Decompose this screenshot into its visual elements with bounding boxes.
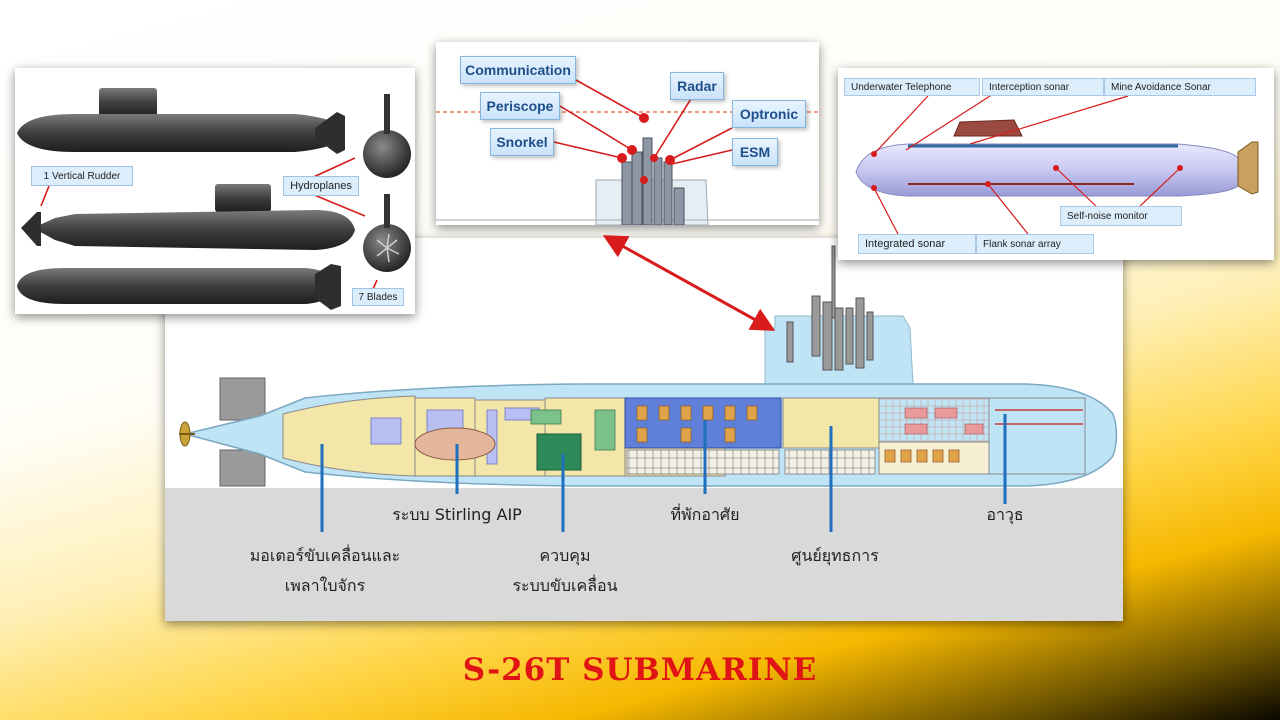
- propeller-icon: [179, 421, 195, 447]
- control-label-line1: ควบคุม: [539, 546, 591, 565]
- weapons-label: อาวุธ: [986, 505, 1024, 524]
- bow-view-upper: [363, 130, 411, 178]
- blades-label: 7 Blades: [352, 288, 404, 306]
- sonar-sail: [953, 119, 1023, 137]
- sonar-tail: [1237, 141, 1259, 195]
- accommodation-label: ที่พักอาศัย: [670, 505, 740, 524]
- flank-sonar-array-label: Flank sonar array: [976, 234, 1094, 254]
- hull-side-view2: [33, 210, 355, 250]
- combat-center-label: ศูนย์ยุทธการ: [791, 546, 879, 565]
- communication-label: Communication: [460, 56, 576, 84]
- forward-room-grid: [878, 397, 990, 443]
- control-panel: [536, 433, 582, 471]
- torpedo-tubes: [995, 409, 1083, 425]
- hull-bottom-view: [17, 268, 335, 304]
- masts-panel: Communication Periscope Snorkel Radar Op…: [436, 42, 819, 225]
- sail-masts: [786, 245, 874, 371]
- self-noise-monitor-label: Self-noise monitor: [1060, 206, 1182, 226]
- pointer-lines: [553, 79, 733, 165]
- torpedo-room: [988, 397, 1086, 475]
- control-label: ควบคุม ระบบขับเคลื่อน: [495, 541, 635, 602]
- submarine-cross-section: [165, 245, 1123, 621]
- stirling-tank: [414, 427, 496, 461]
- external-view-panel: 1 Vertical Rudder Hydroplanes 7 Blades: [15, 68, 415, 314]
- tail-bottom-view: [315, 264, 341, 310]
- blades-icon: [376, 233, 400, 263]
- floor-area: [165, 488, 1123, 621]
- hydroplanes-label: Hydroplanes: [283, 176, 359, 196]
- snorkel-label: Snorkel: [490, 128, 554, 156]
- rudder-upper: [219, 377, 266, 421]
- sail-masts-diagram: [436, 79, 819, 225]
- sonar-pointer-dots: [871, 151, 1183, 191]
- accommodation-block: [624, 397, 782, 449]
- esm-label: ESM: [732, 138, 778, 166]
- motor-label: มอเตอร์ขับเคลื่อนและ เพลาใบจักร: [225, 541, 425, 602]
- motor-label-line1: มอเตอร์ขับเคลื่อนและ: [249, 546, 401, 565]
- sail-top-view2: [215, 184, 271, 212]
- forward-equipment: [904, 407, 984, 435]
- control-label-line2: ระบบขับเคลื่อน: [512, 576, 618, 596]
- forward-lockers: [884, 449, 960, 463]
- pointer-dots: [617, 113, 675, 184]
- interception-sonar-label: Interception sonar: [982, 78, 1104, 96]
- page-title: S-26T SUBMARINE: [462, 652, 818, 688]
- stirling-label: ระบบ Stirling AIP: [392, 505, 522, 524]
- integrated-sonar-label: Integrated sonar: [858, 234, 976, 254]
- rudder-label: 1 Vertical Rudder: [31, 166, 133, 186]
- control-racks: [530, 409, 616, 451]
- tail-side-view1: [315, 112, 345, 154]
- mine-avoidance-sonar-label: Mine Avoidance Sonar: [1104, 78, 1256, 96]
- motor-label-line2: เพลาใบจักร: [284, 576, 366, 596]
- sail-top-view1: [99, 88, 157, 118]
- sonar-layout-diagram: [855, 95, 1259, 235]
- sonar-pointers: [873, 95, 1181, 235]
- optronic-label: Optronic: [732, 100, 806, 128]
- submarine-external-views: [17, 88, 411, 310]
- hull-side-view1: [17, 114, 340, 152]
- underwater-telephone-label: Underwater Telephone: [844, 78, 980, 96]
- periscope-label: Periscope: [480, 92, 560, 120]
- radar-label: Radar: [670, 72, 724, 100]
- label-pointers: [320, 414, 1007, 532]
- accommodation-lockers: [636, 405, 758, 443]
- bunk-row: [626, 449, 876, 475]
- sonar-panel: Underwater Telephone Interception sonar …: [838, 68, 1274, 260]
- tail-side-view2: [21, 212, 41, 246]
- rudder-lower: [219, 449, 266, 487]
